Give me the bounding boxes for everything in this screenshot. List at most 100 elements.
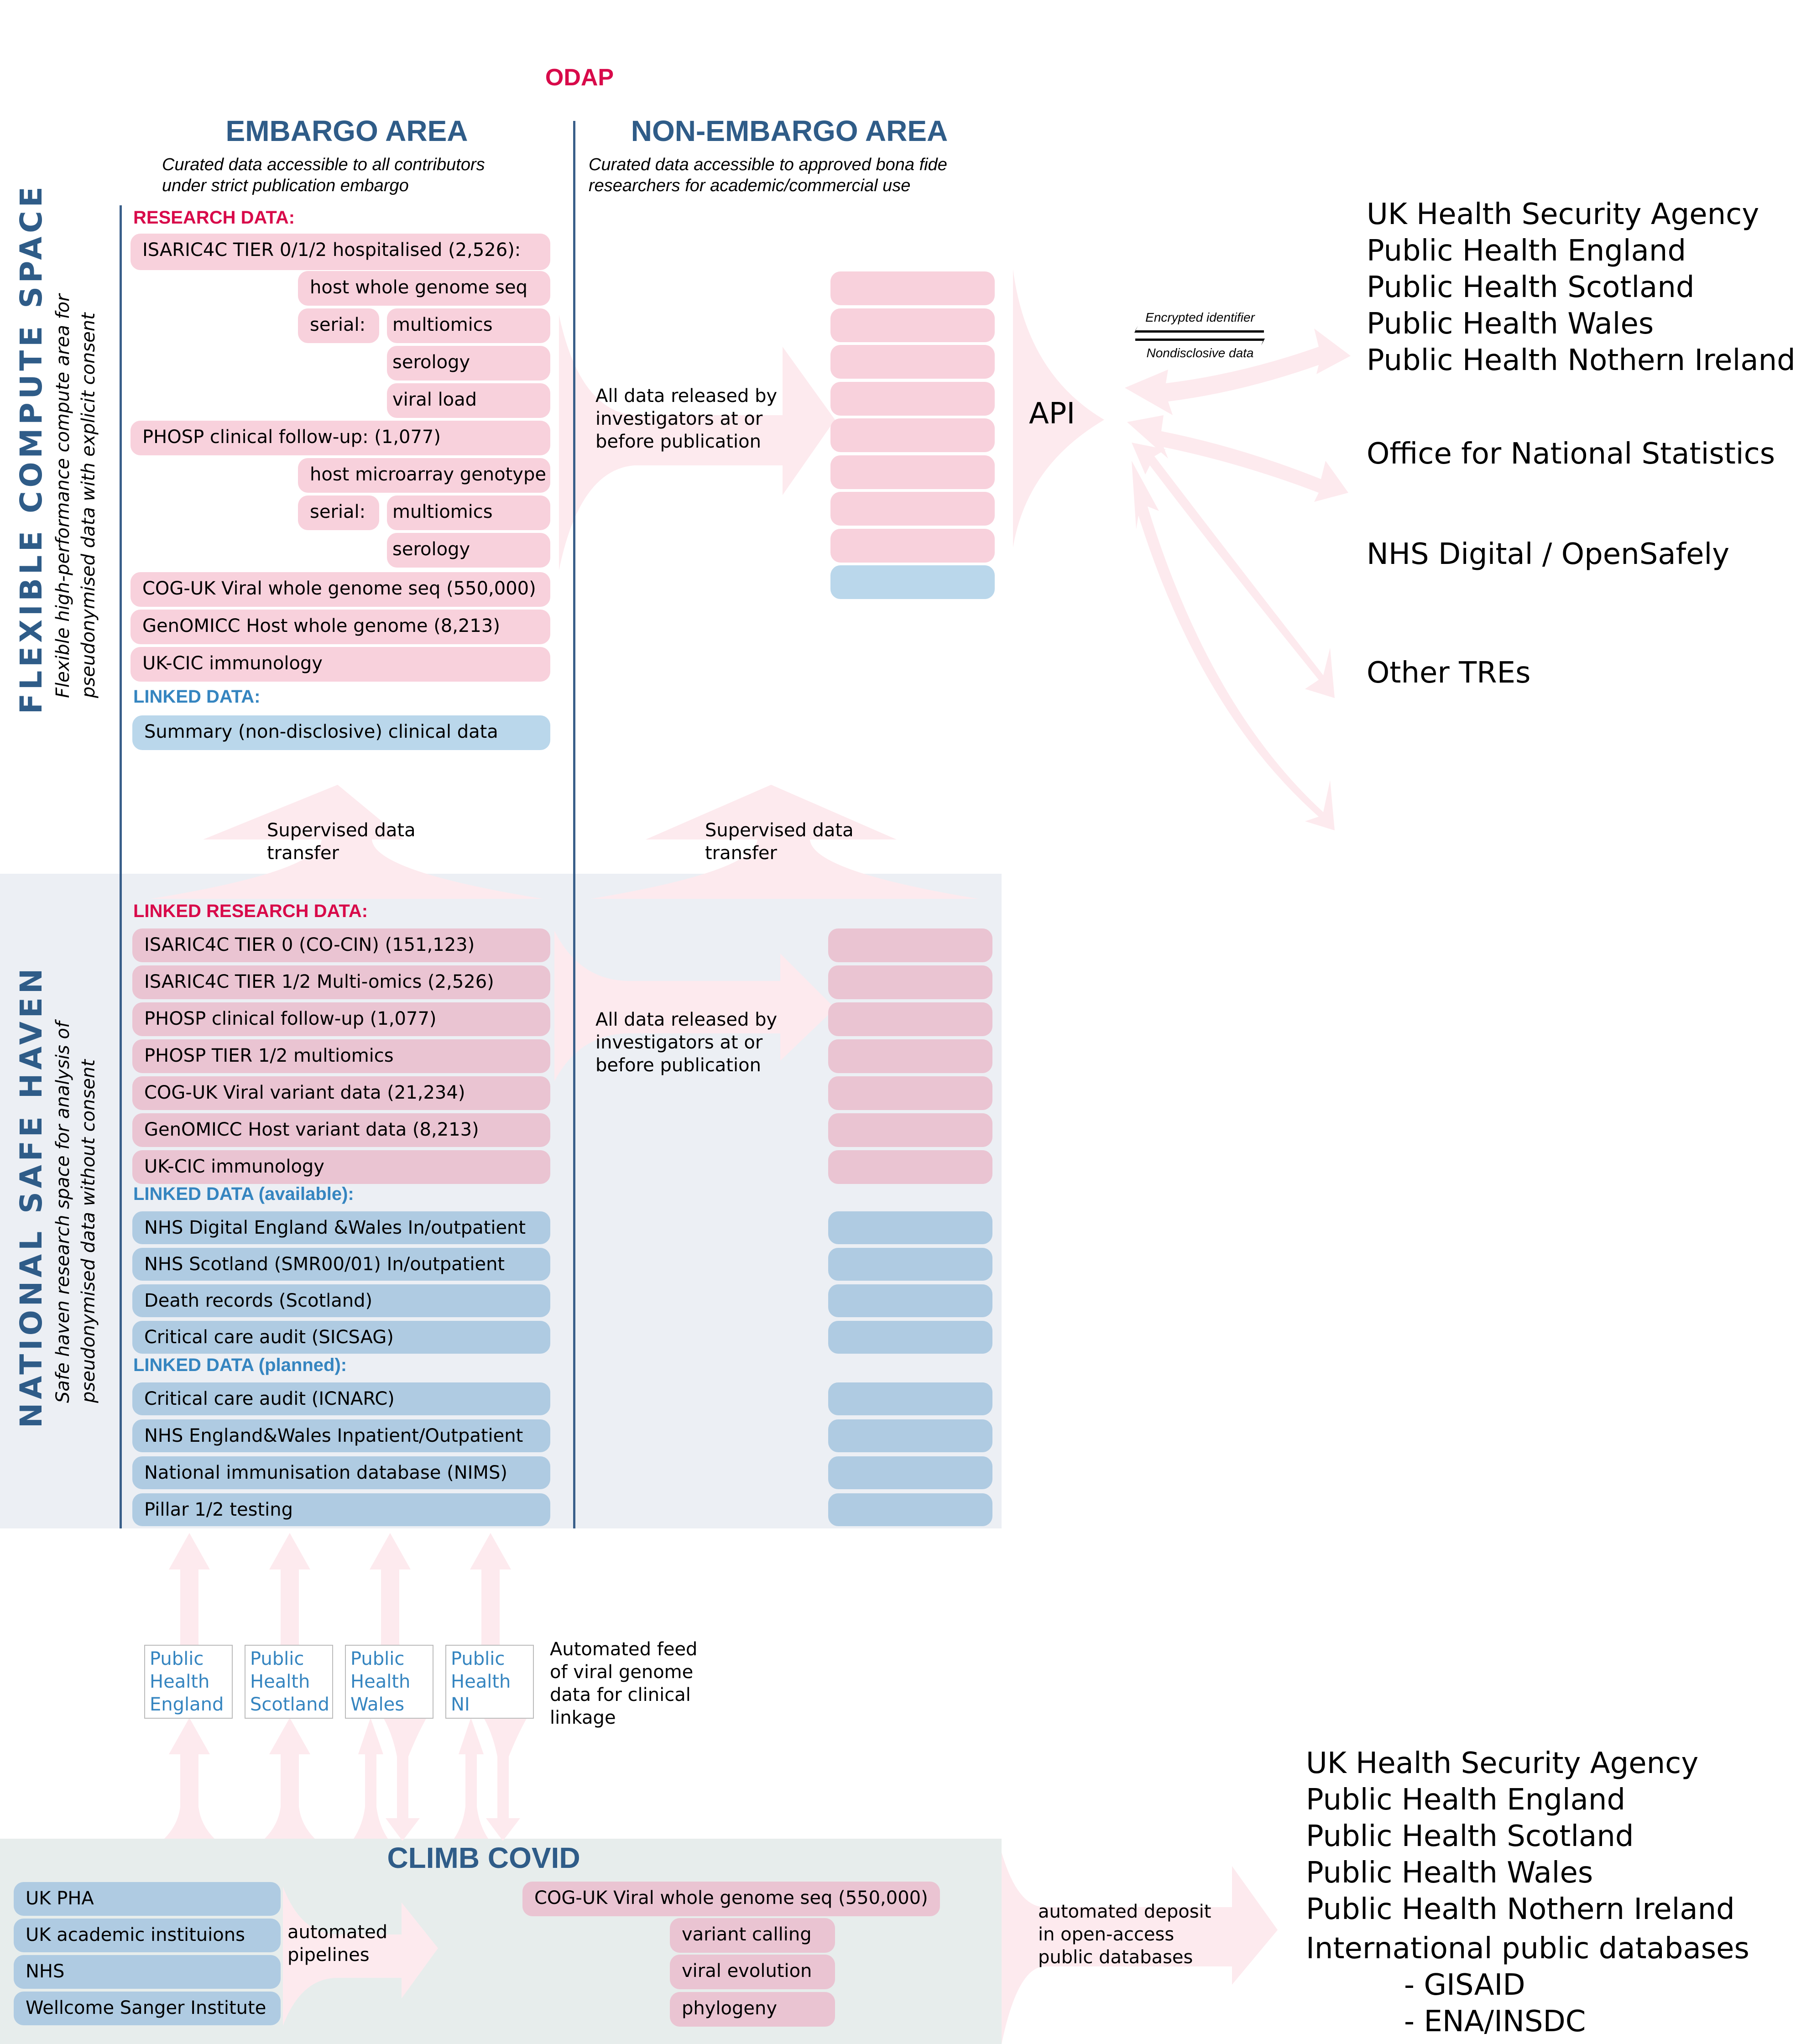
released-linked-placeholder[interactable]	[828, 1211, 992, 1244]
linked-available-item[interactable]: NHS Digital England &Wales In/outpatient	[132, 1211, 550, 1244]
climb-source-item[interactable]: UK PHA	[14, 1882, 281, 1916]
research-item[interactable]: host whole genome seq	[298, 271, 550, 306]
released-linked-placeholder[interactable]	[828, 1382, 992, 1415]
released-item-placeholder[interactable]	[828, 1113, 992, 1147]
research-item[interactable]: multiomics	[387, 495, 550, 530]
released-item-placeholder[interactable]	[830, 345, 995, 379]
non-embargo-area-subtitle: Curated data accessible to approved bona…	[589, 154, 947, 196]
research-item[interactable]: PHOSP clinical follow-up: (1,077)	[131, 421, 550, 455]
embargo-area-title: EMBARGO AREA	[225, 115, 468, 147]
linked-item[interactable]: Summary (non-disclosive) clinical data	[132, 715, 550, 750]
linked-research-item[interactable]: GenOMICC Host variant data (8,213)	[132, 1113, 550, 1147]
research-item[interactable]: UK-CIC immunology	[131, 647, 550, 682]
climb-source-item[interactable]: NHS	[14, 1955, 281, 1989]
destination: Public Health Scotland	[1367, 271, 1695, 304]
linked-planned-item[interactable]: Critical care audit (ICNARC)	[132, 1382, 550, 1415]
climb-main-item[interactable]: COG-UK Viral whole genome seq (550,000)	[522, 1882, 940, 1916]
released-item-placeholder[interactable]	[830, 381, 995, 416]
api-arrow-ons	[1127, 415, 1348, 502]
deposit-note-line: public databases	[1038, 1947, 1193, 1968]
research-item[interactable]: COG-UK Viral whole genome seq (550,000)	[131, 572, 550, 607]
released-item-placeholder[interactable]	[828, 1039, 992, 1073]
released-linked-placeholder[interactable]	[828, 1321, 992, 1354]
linked-research-item[interactable]: ISARIC4C TIER 1/2 Multi-omics (2,526)	[132, 965, 550, 999]
climb-sub-item[interactable]: phylogeny	[670, 1992, 835, 2027]
released-linked-placeholder[interactable]	[828, 1284, 992, 1317]
linked-planned-item[interactable]: NHS England&Wales Inpatient/Outpatient	[132, 1419, 550, 1452]
safe-haven-subtitle: Safe haven research space for analysis o…	[50, 1022, 101, 1403]
encrypted-identifier-label: Encrypted identifier	[1145, 310, 1255, 324]
transfer-note-line: transfer	[705, 843, 777, 864]
released-linked-placeholder[interactable]	[828, 1248, 992, 1281]
left-divider	[120, 205, 122, 1528]
linked-available-item[interactable]: Critical care audit (SICSAG)	[132, 1321, 550, 1354]
research-item[interactable]: serology	[387, 346, 550, 381]
released-item-placeholder[interactable]	[830, 528, 995, 563]
public-health-box-line: Public	[350, 1648, 405, 1669]
public-health-box-line: Public	[451, 1648, 505, 1669]
climb-source-item[interactable]: UK academic instituions	[14, 1919, 281, 1952]
non-embargo-subtitle-line2: researchers for academic/commercial use	[589, 176, 911, 195]
public-health-box-line: Scotland	[250, 1694, 329, 1715]
linked-research-item[interactable]: UK-CIC immunology	[132, 1150, 550, 1184]
feed-note-line: Automated feed	[550, 1639, 698, 1660]
api-arrow-nhs	[1132, 443, 1335, 698]
non-embargo-area-title: NON-EMBARGO AREA	[631, 115, 948, 147]
public-health-box-line: Public	[150, 1648, 204, 1669]
flexible-compute-subtitle: Flexible high-performance compute area f…	[50, 294, 101, 698]
research-item[interactable]: serial:	[298, 495, 379, 530]
released-item-placeholder[interactable]	[828, 1002, 992, 1036]
research-item[interactable]: host microarray genotype	[298, 458, 550, 493]
linked-planned-item[interactable]: Pillar 1/2 testing	[132, 1493, 550, 1526]
released-item-placeholder[interactable]	[830, 271, 995, 305]
climb-sub-item[interactable]: viral evolution	[670, 1955, 835, 1989]
released-item-placeholder[interactable]	[830, 418, 995, 452]
linked-available-item[interactable]: NHS Scotland (SMR00/01) In/outpatient	[132, 1248, 550, 1281]
released-item-placeholder[interactable]	[830, 308, 995, 342]
down-arrow-ni	[484, 1718, 527, 1841]
pipelines-note-line: automated	[287, 1922, 388, 1943]
climb-arrow-3	[354, 1718, 388, 1839]
release-note-line: All data released by	[595, 386, 778, 407]
api-label[interactable]: API	[1029, 397, 1075, 431]
transfer-note-right: Supervised data transfer	[705, 819, 854, 865]
destination: Public Health Scotland	[1306, 1820, 1634, 1853]
public-health-box-line: Public	[250, 1648, 304, 1669]
linked-research-item[interactable]: COG-UK Viral variant data (21,234)	[132, 1076, 550, 1110]
released-linked-placeholder[interactable]	[828, 1493, 992, 1526]
research-item[interactable]: multiomics	[387, 308, 550, 343]
linked-available-item[interactable]: Death records (Scotland)	[132, 1284, 550, 1317]
released-item-placeholder[interactable]	[828, 1150, 992, 1184]
release-note-line: investigators at or	[595, 1032, 763, 1053]
linked-planned-item[interactable]: National immunisation database (NIMS)	[132, 1456, 550, 1489]
linked-research-item[interactable]: ISARIC4C TIER 0 (CO-CIN) (151,123)	[132, 928, 550, 962]
research-item[interactable]: GenOMICC Host whole genome (8,213)	[131, 610, 550, 644]
linked-research-item[interactable]: PHOSP clinical follow-up (1,077)	[132, 1002, 550, 1036]
released-item-placeholder[interactable]	[830, 455, 995, 489]
deposit-note: automated deposit in open-access public …	[1038, 1900, 1211, 1969]
exchange-arrows-icon	[1134, 326, 1265, 345]
research-item[interactable]: viral load	[387, 383, 550, 418]
climb-source-item[interactable]: Wellcome Sanger Institute	[14, 1992, 281, 2025]
released-linked-placeholder[interactable]	[830, 565, 995, 599]
release-arrow-top-head	[783, 347, 835, 495]
released-item-placeholder[interactable]	[828, 928, 992, 962]
research-item[interactable]: ISARIC4C TIER 0/1/2 hospitalised (2,526)…	[131, 234, 550, 270]
research-item[interactable]: serial:	[298, 308, 379, 343]
released-item-placeholder[interactable]	[830, 492, 995, 526]
research-item[interactable]: serology	[387, 533, 550, 568]
api-destination-group-public-health: UK Health Security Agency Public Health …	[1367, 196, 1796, 379]
linked-research-item[interactable]: PHOSP TIER 1/2 multiomics	[132, 1039, 550, 1073]
climb-destinations: UK Health Security Agency Public Health …	[1306, 1745, 1749, 2040]
destination: International public databases	[1306, 1932, 1749, 1966]
released-item-placeholder[interactable]	[828, 1076, 992, 1110]
climb-sub-item[interactable]: variant calling	[670, 1918, 835, 1953]
destination: Public Health Wales	[1367, 307, 1654, 341]
released-linked-placeholder[interactable]	[828, 1419, 992, 1452]
released-linked-placeholder[interactable]	[828, 1456, 992, 1489]
released-item-placeholder[interactable]	[828, 965, 992, 999]
